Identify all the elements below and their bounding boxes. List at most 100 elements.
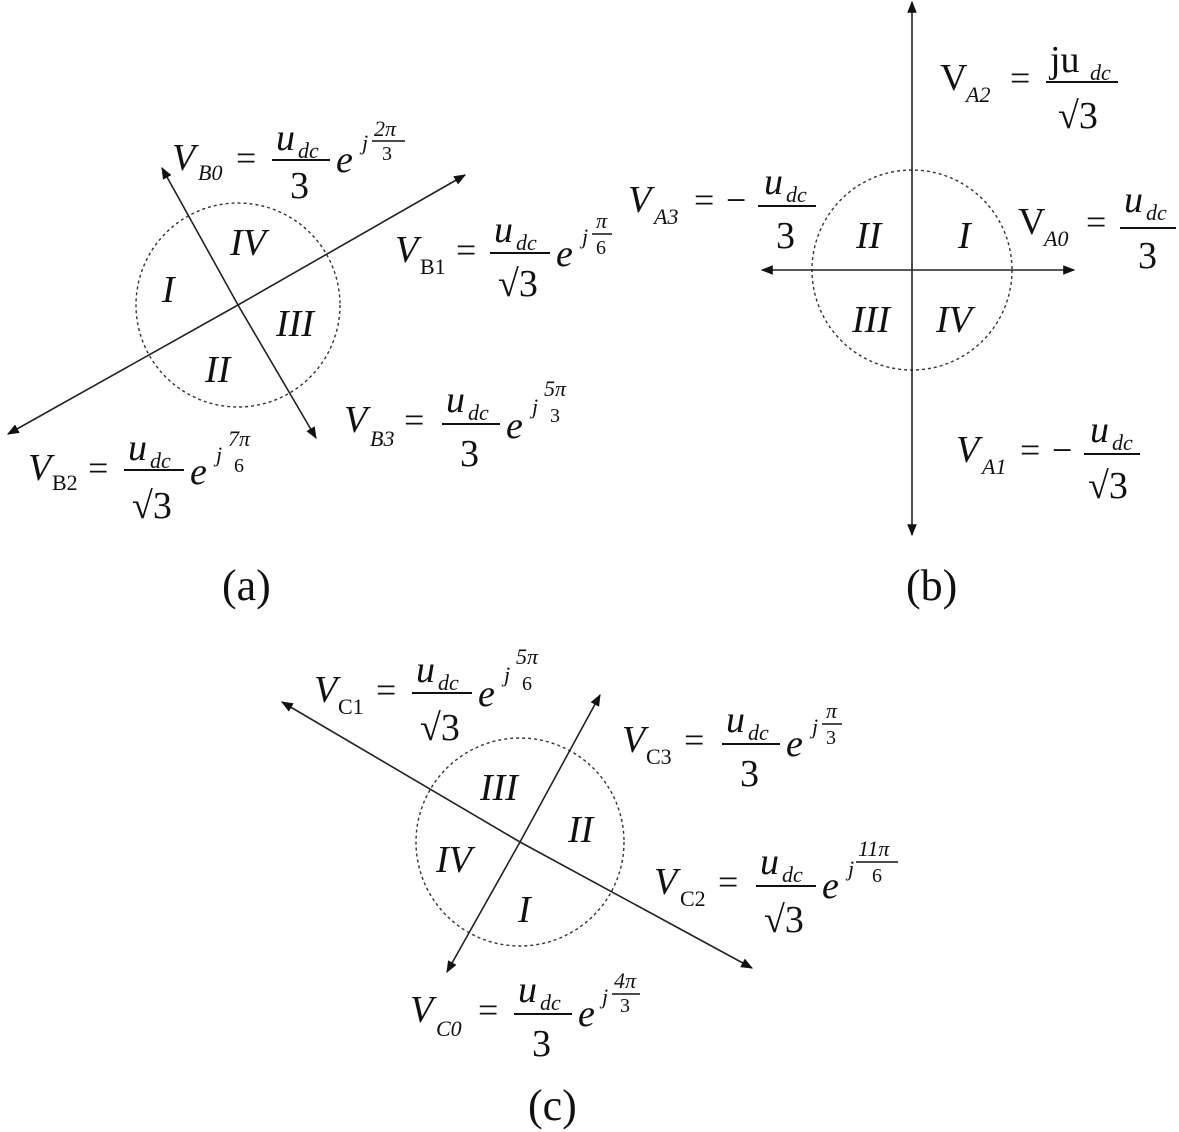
axis-b2	[6, 304, 239, 435]
svg-text:7π: 7π	[228, 426, 251, 451]
equation-v-b2: V B2 = u dc √3 e j 7π 6	[28, 426, 251, 527]
svg-text:V: V	[395, 229, 422, 271]
panel-b: I II III IV V A2 = ju dc √3 V A3 = − u d…	[628, 0, 1176, 610]
svg-text:V: V	[172, 137, 199, 179]
axis-c0	[446, 841, 521, 974]
svg-text:3: 3	[550, 405, 560, 427]
svg-text:A2: A2	[964, 82, 990, 107]
svg-text:e: e	[506, 405, 523, 447]
equation-v-a3: V A3 = − u dc 3	[628, 161, 816, 257]
svg-text:3: 3	[382, 143, 392, 165]
quadrant-label-ii: II	[855, 215, 884, 257]
svg-text:V: V	[314, 669, 341, 711]
panel-a-caption: (a)	[222, 561, 271, 610]
quadrant-label-i: I	[161, 269, 177, 311]
svg-text:B0: B0	[198, 160, 222, 185]
svg-text:dc: dc	[782, 862, 803, 887]
svg-text:u: u	[494, 209, 513, 251]
svg-text:dc: dc	[540, 990, 561, 1015]
equation-v-b1: V B1 = u dc √3 e j π 6	[395, 208, 612, 305]
svg-text:√3: √3	[1058, 95, 1098, 137]
svg-text:3: 3	[532, 1023, 551, 1065]
svg-text:3: 3	[826, 727, 836, 749]
svg-text:dc: dc	[1146, 200, 1167, 225]
quadrant-label-iv: IV	[435, 839, 476, 881]
quadrant-label-ii: II	[567, 809, 596, 851]
svg-text:e: e	[578, 993, 595, 1035]
svg-text:V: V	[622, 719, 649, 761]
svg-text:=: =	[684, 720, 704, 760]
svg-text:e: e	[190, 451, 207, 493]
quadrant-label-i: I	[957, 215, 973, 257]
equation-v-a1: V A1 = − u dc √3	[956, 409, 1140, 507]
svg-text:√3: √3	[498, 263, 538, 305]
svg-text:=: =	[456, 230, 476, 270]
equation-v-b0: V B0 = u dc 3 e j 2π 3	[172, 116, 405, 207]
svg-text:dc: dc	[438, 670, 459, 695]
svg-text:6: 6	[872, 865, 882, 887]
equation-v-a0: V A0 = u dc 3	[1018, 179, 1176, 277]
svg-text:u: u	[1090, 409, 1109, 451]
svg-text:5π: 5π	[544, 376, 567, 401]
svg-text:√3: √3	[132, 485, 172, 527]
svg-text:A0: A0	[1042, 226, 1068, 251]
svg-text:u: u	[760, 841, 779, 883]
svg-text:u: u	[518, 969, 537, 1011]
svg-text:dc: dc	[298, 138, 319, 163]
svg-text:π: π	[826, 698, 838, 723]
quadrant-label-iv: IV	[935, 299, 976, 341]
svg-text:2π: 2π	[374, 116, 397, 141]
svg-text:j: j	[501, 662, 510, 687]
quadrant-label-iii: III	[275, 303, 316, 345]
axis-b0	[161, 166, 239, 306]
svg-text:3: 3	[460, 433, 479, 475]
svg-text:−: −	[726, 180, 746, 220]
svg-text:dc: dc	[748, 720, 769, 745]
quadrant-label-i: I	[517, 889, 533, 931]
svg-text:B1: B1	[420, 254, 446, 279]
equation-v-c3: V C3 = u dc 3 e j π 3	[622, 698, 842, 795]
svg-text:=: =	[404, 400, 424, 440]
svg-text:=: =	[478, 990, 498, 1030]
svg-text:=: =	[718, 862, 738, 902]
svg-text:=: =	[376, 670, 396, 710]
svg-text:u: u	[764, 161, 783, 203]
svg-text:−: −	[1052, 430, 1072, 470]
svg-text:√3: √3	[1088, 465, 1128, 507]
svg-text:dc: dc	[786, 182, 807, 207]
svg-text:j: j	[599, 984, 608, 1009]
svg-text:=: =	[694, 180, 714, 220]
svg-text:dc: dc	[1112, 430, 1133, 455]
svg-text:j: j	[845, 856, 854, 881]
svg-text:3: 3	[1138, 235, 1157, 277]
svg-text:V: V	[654, 861, 681, 903]
panel-b-caption: (b)	[906, 561, 957, 610]
svg-text:B2: B2	[52, 470, 78, 495]
svg-text:5π: 5π	[516, 644, 539, 669]
svg-text:u: u	[128, 427, 147, 469]
axis-b3	[237, 304, 317, 440]
svg-text:u: u	[726, 699, 745, 741]
quadrant-label-iii: III	[851, 299, 892, 341]
svg-text:=: =	[88, 448, 108, 488]
panel-c: I II III IV V C1 = u dc √3 e j 5π 6 V C3…	[280, 644, 898, 1130]
svg-text:dc: dc	[1090, 60, 1111, 85]
svg-text:e: e	[556, 233, 573, 275]
svg-text:dc: dc	[468, 400, 489, 425]
svg-text:j: j	[359, 130, 368, 155]
quadrant-label-iv: IV	[229, 222, 270, 264]
svg-text:V: V	[344, 399, 371, 441]
equation-v-c0: V C0 = u dc 3 e j 4π 3	[410, 968, 640, 1065]
svg-text:j: j	[579, 224, 588, 249]
svg-text:u: u	[1124, 179, 1143, 221]
svg-text:B3: B3	[370, 426, 394, 451]
svg-text:√3: √3	[420, 707, 460, 749]
svg-text:j: j	[529, 394, 538, 419]
svg-text:C1: C1	[338, 694, 364, 719]
equation-v-b3: V B3 = u dc 3 e j 5π 3	[344, 376, 567, 475]
svg-text:e: e	[336, 139, 353, 181]
svg-text:V: V	[940, 57, 968, 99]
svg-text:u: u	[276, 117, 295, 159]
svg-text:=: =	[1010, 58, 1030, 98]
